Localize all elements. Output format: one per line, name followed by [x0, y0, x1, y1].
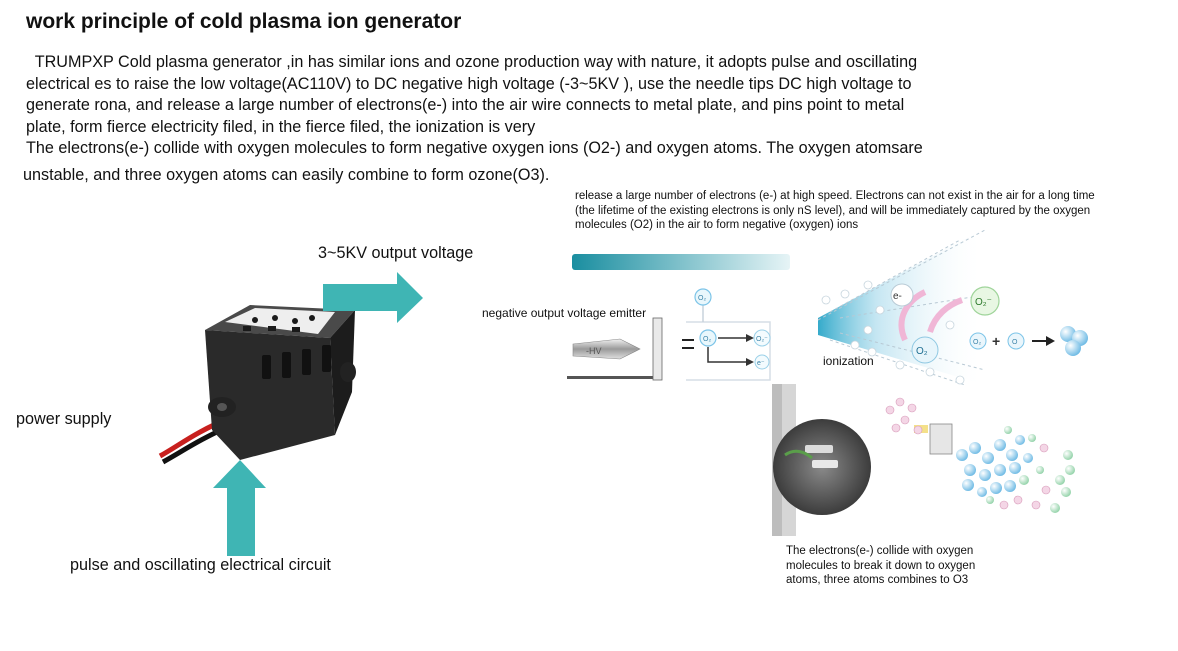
particle: [979, 469, 991, 481]
ionization-label: ionization: [823, 354, 874, 368]
particle: [990, 482, 1002, 494]
svg-text:O₂: O₂: [703, 336, 711, 343]
svg-text:O₂: O₂: [698, 295, 706, 302]
intro-line: unstable, and three oxygen atoms can eas…: [23, 165, 550, 184]
particle: [969, 442, 981, 454]
intro-line: plate, form fierce electricity filed, in…: [26, 117, 536, 136]
intro-line: The electrons(e-) collide with oxygen mo…: [26, 139, 923, 157]
svg-text:O₂: O₂: [916, 346, 928, 357]
particle: [1006, 449, 1018, 461]
collide-note: The electrons(e-) collide with oxygen mo…: [786, 544, 975, 588]
ionization-cone: e- O₂ O₂⁻ O₂ + O: [817, 228, 1088, 386]
intro-line: generate rona, and release a large numbe…: [26, 96, 905, 114]
particle: [956, 449, 968, 461]
svg-text:O₂: O₂: [973, 339, 981, 346]
particle: [1039, 443, 1049, 453]
emitter-schematic: -HV O₂ O₂ O₂⁻ e⁻: [567, 288, 771, 381]
particle: [962, 479, 974, 491]
particle: [891, 423, 901, 433]
particle: [964, 464, 976, 476]
particle: [977, 487, 987, 497]
collide-note-line: molecules to break it down to oxygen: [786, 559, 976, 572]
particle: [1019, 475, 1029, 485]
collide-note-line: The electrons(e-) collide with oxygen: [786, 545, 974, 557]
collide-note-line: atoms, three atoms combines to O3: [786, 574, 969, 586]
svg-text:+: +: [992, 333, 1000, 349]
particle-cloud: [885, 397, 1075, 513]
particle: [1023, 453, 1033, 463]
intro-line: TRUMPXP Cold plasma generator ,in has si…: [26, 53, 918, 71]
input-arrow: [213, 460, 266, 556]
svg-text:e-: e-: [893, 291, 902, 302]
particle: [1004, 426, 1012, 434]
release-note: release a large number of electrons (e-)…: [575, 189, 1095, 233]
release-note-line: (the lifetime of the existing electrons …: [575, 204, 1091, 217]
output-arrow: [323, 272, 423, 323]
power-supply-label: power supply: [16, 410, 112, 428]
particle: [999, 500, 1009, 510]
particle: [1063, 450, 1073, 460]
emitter-label: negative output voltage emitter: [482, 306, 647, 320]
particle: [913, 425, 923, 435]
particle: [900, 415, 910, 425]
particle: [1061, 487, 1071, 497]
intro-line: electrical es to raise the low voltage(A…: [26, 74, 912, 93]
particle: [1055, 475, 1065, 485]
particle: [994, 464, 1006, 476]
generator-device: [205, 305, 356, 460]
particle: [1065, 465, 1075, 475]
svg-text:e⁻: e⁻: [757, 360, 765, 367]
release-note-line: molecules (O2) in the air to form negati…: [575, 219, 859, 231]
svg-text:O: O: [1012, 339, 1018, 346]
output-voltage-label: 3~5KV output voltage: [318, 244, 474, 262]
release-note-line: release a large number of electrons (e-)…: [575, 190, 1095, 202]
particle: [1015, 435, 1025, 445]
circuit-label: pulse and oscillating electrical circuit: [70, 556, 331, 574]
particle: [895, 397, 905, 407]
svg-text:O₂⁻: O₂⁻: [975, 297, 992, 308]
page-title: work principle of cold plasma ion genera…: [26, 10, 462, 33]
ozone-generation-illustration: [772, 384, 953, 536]
hv-label: -HV: [586, 346, 602, 356]
particle: [885, 405, 895, 415]
particle: [1013, 495, 1023, 505]
particle: [994, 439, 1006, 451]
particle: [1036, 466, 1044, 474]
particle: [1050, 503, 1060, 513]
particle: [907, 403, 917, 413]
particle: [1031, 500, 1041, 510]
particle: [1009, 462, 1021, 474]
svg-text:O₂⁻: O₂⁻: [756, 336, 768, 343]
electron-flow-bar: [572, 254, 790, 270]
particle: [1004, 480, 1016, 492]
intro-paragraph: TRUMPXP Cold plasma generator ,in has si…: [23, 52, 1026, 186]
particle: [1028, 434, 1036, 442]
particle: [982, 452, 994, 464]
particle: [1041, 485, 1051, 495]
particle: [986, 496, 994, 504]
